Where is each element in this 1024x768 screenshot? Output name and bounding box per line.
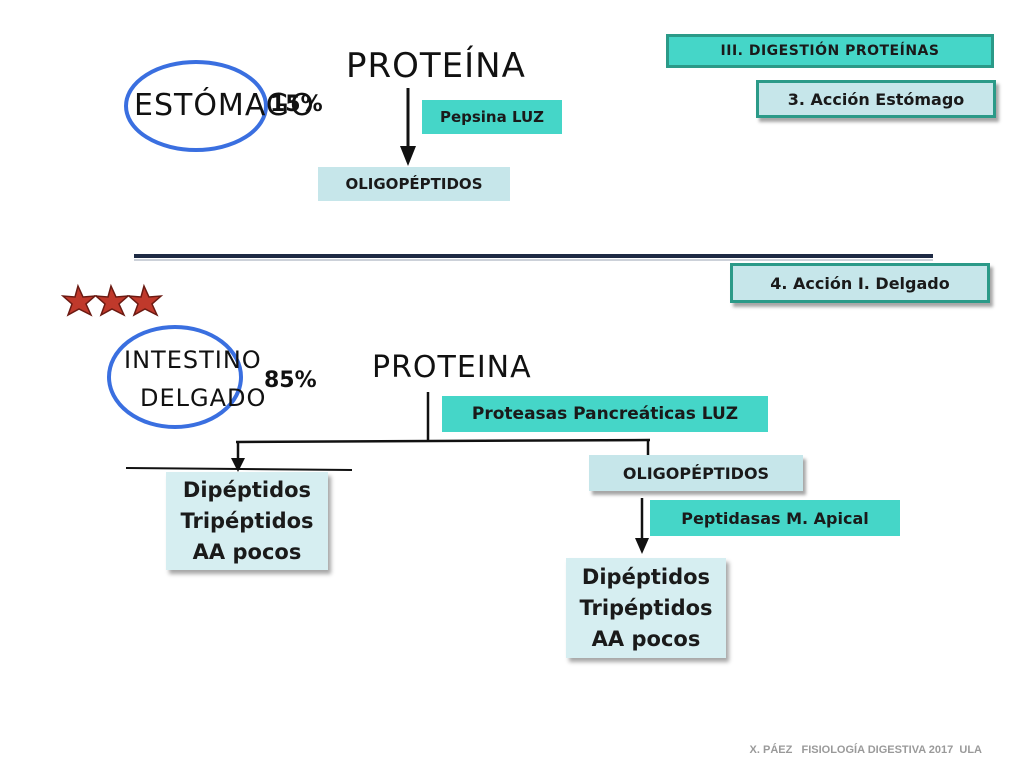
stars-text: *** <box>64 282 65 283</box>
left-branch-arrow-head <box>231 458 245 472</box>
stomach-arrow-head <box>400 146 416 166</box>
left-baseline <box>125 467 353 471</box>
intestine-percent: 85% <box>264 368 317 393</box>
intestine-oligopeptides: OLIGOPÉPTIDOS <box>589 455 803 491</box>
section-title-badge: III. DIGESTIÓN PROTEÍNAS <box>666 34 994 68</box>
intestine-organ-label-line2: DELGADO <box>140 384 267 412</box>
stomach-percent: 15% <box>270 92 323 117</box>
stomach-oligopeptides: OLIGOPÉPTIDOS <box>318 167 510 201</box>
apical-arrow-head <box>635 538 649 554</box>
apical-peptidases: Peptidasas M. Apical <box>650 500 900 536</box>
right-result-box: Dipéptidos Tripéptidos AA pocos <box>566 558 726 658</box>
stomach-protein-label: PROTEÍNA <box>346 46 526 86</box>
left-result-line: AA pocos <box>192 539 302 564</box>
right-result-line: Dipéptidos <box>581 564 711 589</box>
left-result-line: Dipéptidos <box>182 477 312 502</box>
stomach-heading: 3. Acción Estómago <box>756 80 996 118</box>
left-result-box: Dipéptidos Tripéptidos AA pocos <box>166 472 328 570</box>
pepsin-enzyme: Pepsina LUZ <box>422 100 562 134</box>
intestine-circle <box>107 325 243 429</box>
intestine-organ-label-line1: INTESTINO <box>124 346 262 374</box>
intestine-heading: 4. Acción I. Delgado <box>730 263 990 303</box>
right-result-line: Tripéptidos <box>579 595 713 620</box>
stars-icon <box>60 283 164 317</box>
stomach-circle <box>124 60 268 152</box>
right-result-line: AA pocos <box>591 626 701 651</box>
left-result-line: Tripéptidos <box>180 508 314 533</box>
intestine-branch <box>235 438 651 444</box>
pancreatic-proteases: Proteasas Pancreáticas LUZ <box>442 396 768 432</box>
intestine-protein-label: PROTEINA <box>372 350 532 385</box>
footer-credit: X. PÁEZ FISIOLOGÍA DIGESTIVA 2017 ULA <box>749 744 982 756</box>
stomach-organ-label: ESTÓMAGO <box>134 88 315 123</box>
